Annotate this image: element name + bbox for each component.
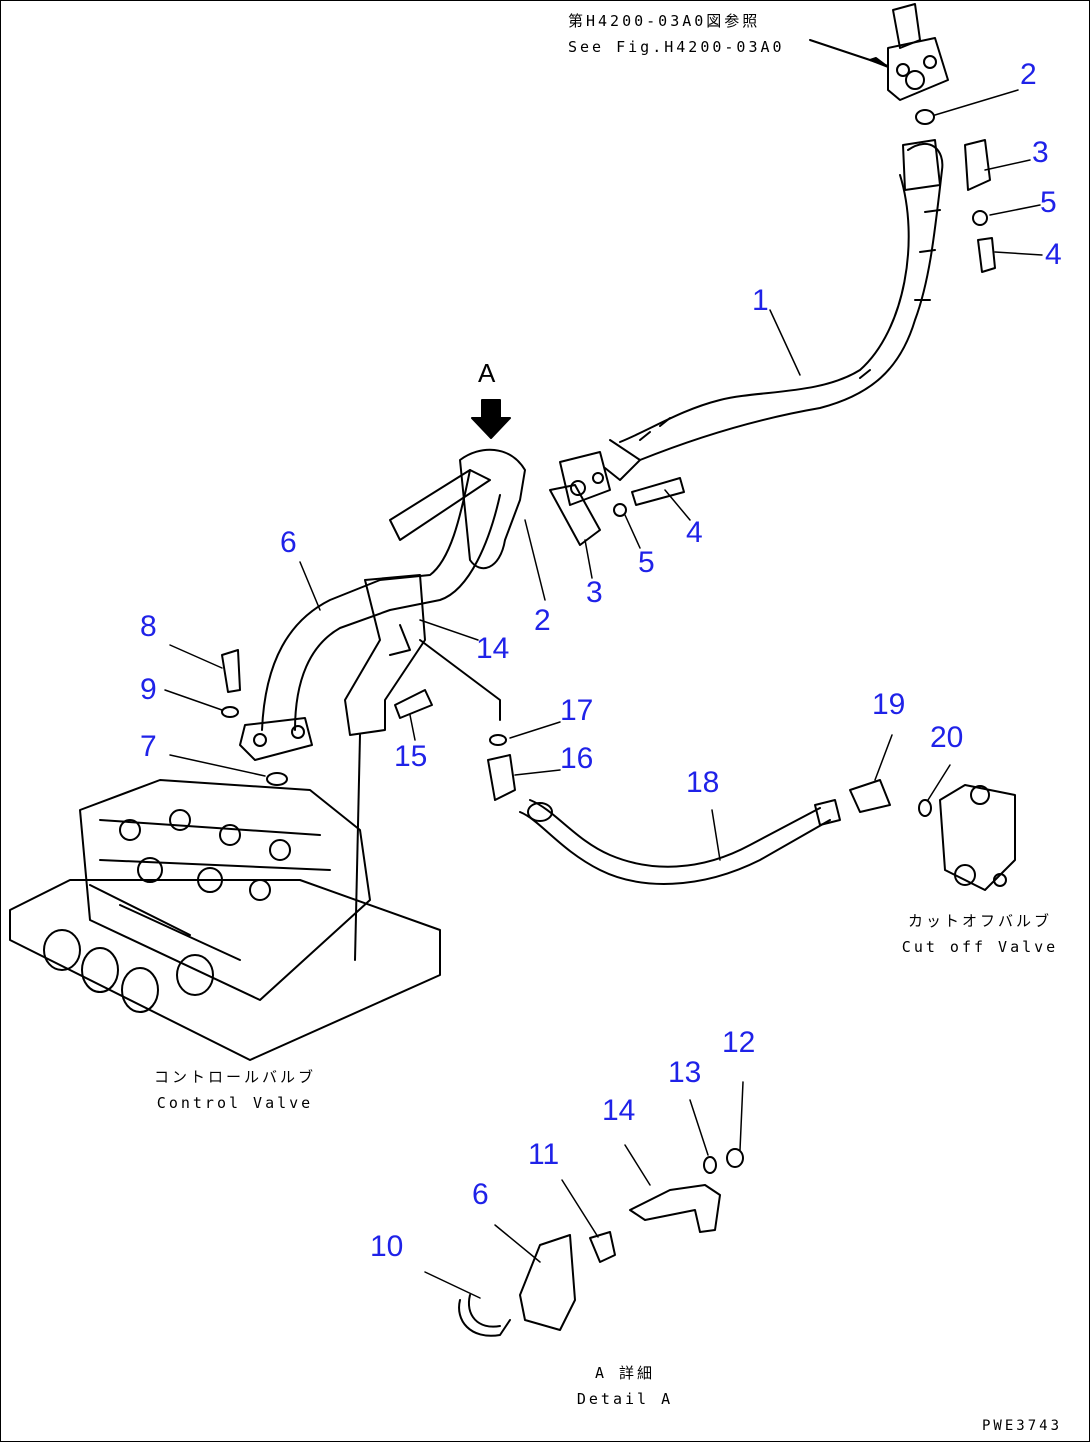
callout-14: 14 xyxy=(476,632,510,665)
hose-18 xyxy=(519,799,841,885)
callout-5: 5 xyxy=(1040,186,1057,219)
callout-12: 12 xyxy=(722,1026,756,1059)
leader-lines xyxy=(164,89,1043,1299)
hose-1 xyxy=(604,139,944,481)
callout-4: 4 xyxy=(686,516,703,549)
bolt-4-top xyxy=(977,237,996,273)
note-cutoff-jp: カットオフバルブ xyxy=(907,912,1052,930)
callout-17: 17 xyxy=(560,694,594,727)
o-ring-17 xyxy=(489,734,507,746)
callout-18: 18 xyxy=(686,766,720,799)
elbow-16 xyxy=(487,754,516,801)
note-ref-en: See Fig.H4200-03A0 xyxy=(568,38,785,56)
bracket-14 xyxy=(344,574,501,961)
callout-3: 3 xyxy=(586,576,603,609)
page-code: PWE3743 xyxy=(982,1418,1063,1434)
note-control-jp: コントロールバルブ xyxy=(153,1068,316,1086)
washer-9 xyxy=(221,706,239,718)
cut-off-valve xyxy=(939,784,1016,891)
callout-13: 13 xyxy=(668,1056,702,1089)
callout-3: 3 xyxy=(1032,136,1049,169)
top-flange-fitting xyxy=(809,3,949,101)
callout-11: 11 xyxy=(528,1138,560,1171)
control-valve xyxy=(9,779,441,1061)
callout-9: 9 xyxy=(140,673,157,706)
callout-20: 20 xyxy=(930,721,964,754)
elbow-19 xyxy=(849,779,891,813)
callout-1: 1 xyxy=(752,284,769,317)
note-cutoff-en: Cut off Valve xyxy=(901,938,1059,956)
callout-8: 8 xyxy=(140,610,157,643)
bolt-15 xyxy=(394,689,433,719)
view-arrow-label: A xyxy=(478,358,496,388)
note-detail-en: Detail A xyxy=(576,1390,674,1408)
note-detail-jp: A 詳細 xyxy=(594,1364,656,1382)
elbow-tube-6 xyxy=(239,448,526,761)
callout-15: 15 xyxy=(394,740,428,773)
callout-7: 7 xyxy=(140,730,157,763)
note-ref-jp: 第H4200-03A0図参照 xyxy=(568,12,761,30)
callout-2: 2 xyxy=(534,604,551,637)
callout-2: 2 xyxy=(1020,58,1037,91)
hose-flange-lower xyxy=(549,451,685,546)
callout-16: 16 xyxy=(560,742,594,775)
callout-6: 6 xyxy=(280,526,297,559)
callout-19: 19 xyxy=(872,688,906,721)
detail-a-parts xyxy=(458,1148,744,1337)
note-control-en: Control Valve xyxy=(156,1094,314,1112)
callout-14: 14 xyxy=(602,1094,636,1127)
o-ring-2-top xyxy=(915,109,935,125)
split-flange-3-top xyxy=(964,139,991,191)
view-arrow-a xyxy=(471,399,511,439)
o-ring-7 xyxy=(266,772,288,786)
washer-5-top xyxy=(972,210,988,226)
callout-10: 10 xyxy=(370,1230,404,1263)
callout-4: 4 xyxy=(1045,238,1062,271)
bolt-8 xyxy=(221,649,241,693)
callout-6: 6 xyxy=(472,1178,489,1211)
o-ring-20 xyxy=(918,799,932,817)
callout-5: 5 xyxy=(638,546,655,579)
